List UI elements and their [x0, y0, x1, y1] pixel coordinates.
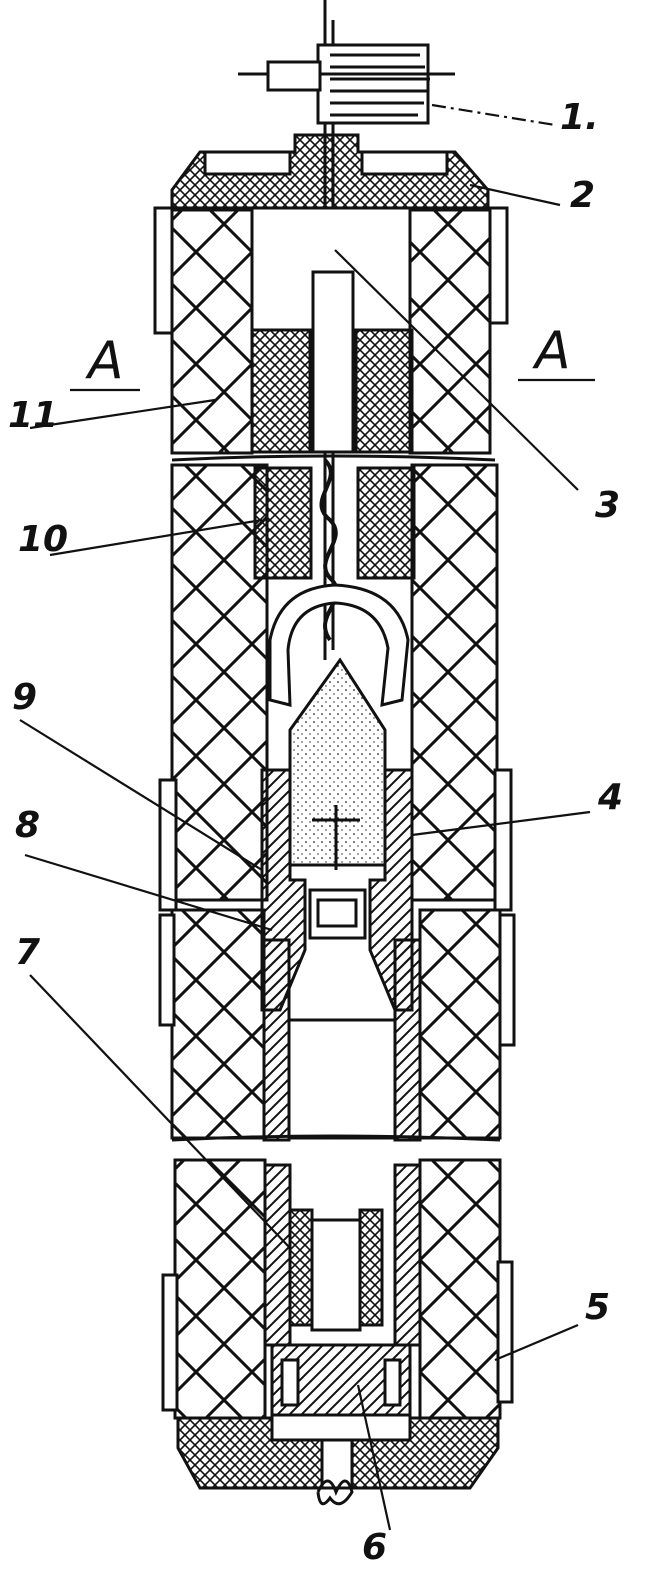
coil-lower-right [356, 466, 416, 580]
coil-lower-left [253, 466, 313, 580]
lower-body-left [173, 1158, 267, 1420]
coil-upper-left [250, 328, 312, 454]
spring-clip [268, 583, 410, 707]
twisted-wire [319, 458, 339, 642]
coil-upper-right [354, 328, 414, 454]
coil-bottom-left [288, 1208, 314, 1327]
lower-middle-body-right [418, 908, 502, 1140]
upper-body-right [408, 206, 492, 455]
section-label-left: A [88, 331, 124, 391]
lower-body-right [418, 1158, 502, 1420]
top-knob [238, 43, 455, 125]
upper-body-left [170, 206, 254, 455]
lower-middle-body-left [170, 908, 266, 1140]
callout-2: 2 [570, 175, 596, 216]
callout-3: 3 [595, 485, 621, 526]
callout-10: 10 [18, 519, 69, 560]
section-label-right: A [535, 321, 571, 381]
callout-6: 6 [362, 1527, 388, 1568]
callout-8: 8 [15, 805, 41, 846]
callout-4: 4 [598, 777, 624, 818]
bottom-contact [270, 1343, 412, 1417]
callout-5: 5 [585, 1287, 611, 1328]
middle-body-left [170, 463, 269, 902]
middle-body-right [410, 463, 499, 902]
coil-bottom-right [358, 1208, 384, 1327]
callout-11: 11 [8, 395, 59, 436]
callout-7: 7 [15, 932, 41, 973]
callout-9: 9 [12, 677, 38, 718]
leader-lines [19, 103, 595, 1531]
callout-1: 1. [560, 97, 599, 138]
